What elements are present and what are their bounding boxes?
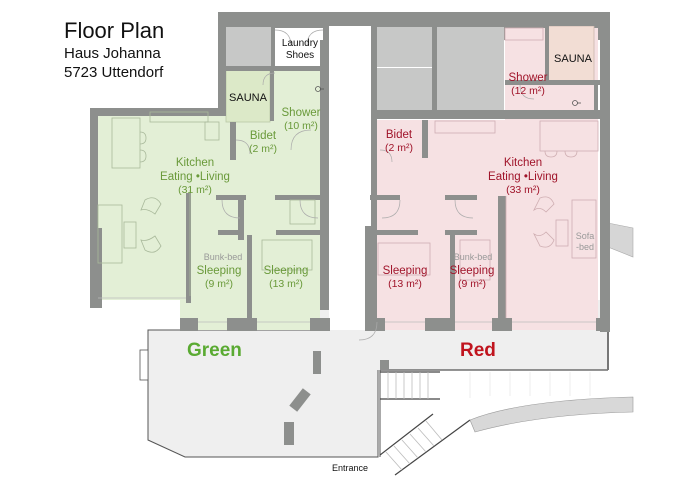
- laundry-label: Laundry Shoes: [276, 38, 324, 62]
- pillar: [284, 422, 294, 445]
- green-storage: [226, 27, 271, 66]
- green-furniture: [97, 111, 316, 296]
- green-kitchen-title: Kitchen: [175, 157, 215, 169]
- service-room-1: [376, 27, 432, 67]
- side-balcony: [607, 222, 634, 258]
- red-sauna-label: SAUNA: [554, 53, 592, 65]
- green-kitchen-label: Kitchen Eating •Living (31 m²): [150, 156, 240, 197]
- red-sleeping-large-area: (13 m²): [388, 278, 422, 290]
- address: 5723 Uttendorf: [64, 64, 164, 81]
- red-sleeping-small-label: Sleeping (9 m²): [444, 264, 500, 291]
- central-corridor: [329, 24, 371, 330]
- green-bidet-title: Bidet: [249, 130, 277, 142]
- pillar: [313, 351, 321, 374]
- red-bidet-area: (2 m²): [385, 142, 413, 154]
- green-bidet-area: (2 m²): [249, 143, 277, 155]
- red-furniture: [377, 27, 599, 318]
- walls: [90, 12, 610, 332]
- red-sleeping-small-area: (9 m²): [458, 278, 486, 290]
- shower-fixture-icon: [315, 86, 581, 106]
- green-shower-label: Shower (10 m²): [272, 106, 330, 133]
- green-sleeping-small-title: Sleeping: [196, 265, 242, 277]
- red-kitchen-label: Kitchen Eating •Living (33 m²): [478, 156, 568, 197]
- green-sleeping-large-label: Sleeping (13 m²): [256, 264, 316, 291]
- green-kitchen-subtitle: Eating •Living: [160, 171, 230, 183]
- green-kitchen-area: (31 m²): [178, 184, 212, 196]
- red-bidet-label: Bidet (2 m²): [376, 128, 422, 155]
- red-sofa-bed-line1: Sofa: [575, 231, 595, 241]
- pillar: [289, 388, 311, 412]
- house-name: Haus Johanna: [64, 45, 161, 62]
- service-room-3: [434, 27, 504, 111]
- green-bidet-label: Bidet (2 m²): [238, 129, 288, 156]
- red-bunk-bed-label: Bunk-bed: [453, 252, 493, 262]
- laundry-label-line2: Shoes: [285, 50, 315, 61]
- green-shower-area: (10 m²): [284, 120, 318, 132]
- plan-title: Floor Plan: [64, 18, 165, 43]
- laundry-room: [273, 28, 323, 66]
- red-apartment-floor: [365, 28, 598, 330]
- entrance-label: Entrance: [332, 463, 369, 473]
- pillar: [380, 360, 389, 369]
- green-sauna-room: [225, 69, 271, 123]
- green-apartment-floor: [98, 68, 320, 330]
- title-block: Floor Plan Haus Johanna 5723 Uttendorf: [64, 18, 164, 82]
- red-kitchen-area: (33 m²): [506, 184, 540, 196]
- red-sleeping-large-label: Sleeping (13 m²): [376, 264, 434, 291]
- red-sleeping-large-title: Sleeping: [382, 265, 428, 277]
- green-bunk-bed-label: Bunk-bed: [203, 252, 243, 262]
- green-sauna-label: SAUNA: [229, 92, 267, 104]
- red-shower-title: Shower: [508, 72, 548, 84]
- red-shower-area: (12 m²): [511, 85, 545, 97]
- red-apartment-name: Red: [460, 340, 496, 361]
- red-sleeping-small-title: Sleeping: [449, 265, 495, 277]
- ramp: [469, 396, 634, 433]
- red-sofa-bed-label: Sofa -bed: [570, 231, 600, 253]
- laundry-label-line1: Laundry: [281, 38, 319, 49]
- green-apartment-name: Green: [187, 340, 242, 361]
- red-sofa-bed-line2: -bed: [575, 242, 594, 252]
- green-sleeping-small-area: (9 m²): [205, 278, 233, 290]
- red-kitchen-title: Kitchen: [503, 157, 543, 169]
- red-bidet-title: Bidet: [385, 129, 413, 141]
- green-shower-title: Shower: [281, 107, 321, 119]
- service-room-2: [375, 68, 435, 110]
- green-sleeping-small-label: Sleeping (9 m²): [192, 264, 246, 291]
- red-kitchen-subtitle: Eating •Living: [488, 171, 558, 183]
- green-sleeping-large-title: Sleeping: [263, 265, 309, 277]
- entrance-stairs: [379, 371, 471, 476]
- red-shower-label: Shower (12 m²): [500, 71, 556, 98]
- green-sleeping-large-area: (13 m²): [269, 278, 303, 290]
